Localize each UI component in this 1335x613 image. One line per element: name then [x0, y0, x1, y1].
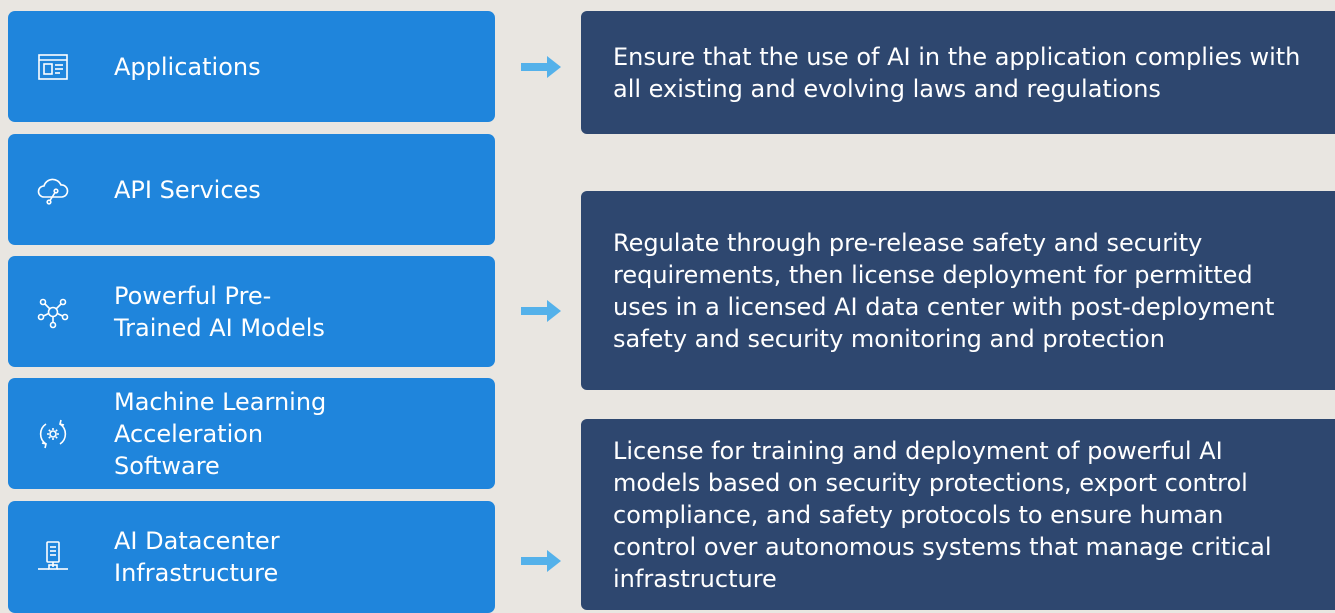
application-window-icon [36, 50, 70, 84]
layer-label: API Services [114, 175, 261, 204]
arrow-right-icon [519, 55, 563, 79]
arrow-right-icon [519, 549, 563, 573]
layer-label: Applications [114, 52, 261, 81]
description-text: Ensure that the use of AI in the applica… [613, 42, 1301, 103]
neural-network-icon [36, 295, 70, 329]
description-text: License for training and deployment of p… [613, 436, 1272, 593]
layer-datacenter: AI Datacenter Infrastructure [8, 501, 495, 613]
cloud-api-icon [36, 173, 70, 207]
layer-api-services: API Services [8, 134, 495, 245]
arrow-right-icon [519, 299, 563, 323]
gear-refresh-icon [36, 417, 70, 451]
description-models: Regulate through pre-release safety and … [581, 191, 1335, 390]
description-text: Regulate through pre-release safety and … [613, 228, 1275, 353]
layer-label: AI Datacenter Infrastructure [114, 527, 280, 587]
layer-label: Machine Learning Acceleration Software [114, 387, 327, 480]
layer-applications: Applications [8, 11, 495, 122]
server-network-icon [36, 540, 70, 574]
layer-label: Powerful Pre- Trained AI Models [114, 281, 325, 342]
description-infrastructure: License for training and deployment of p… [581, 419, 1335, 610]
layer-ml-acceleration: Machine Learning Acceleration Software [8, 378, 495, 489]
description-applications: Ensure that the use of AI in the applica… [581, 11, 1335, 134]
layer-pretrained-models: Powerful Pre- Trained AI Models [8, 256, 495, 367]
